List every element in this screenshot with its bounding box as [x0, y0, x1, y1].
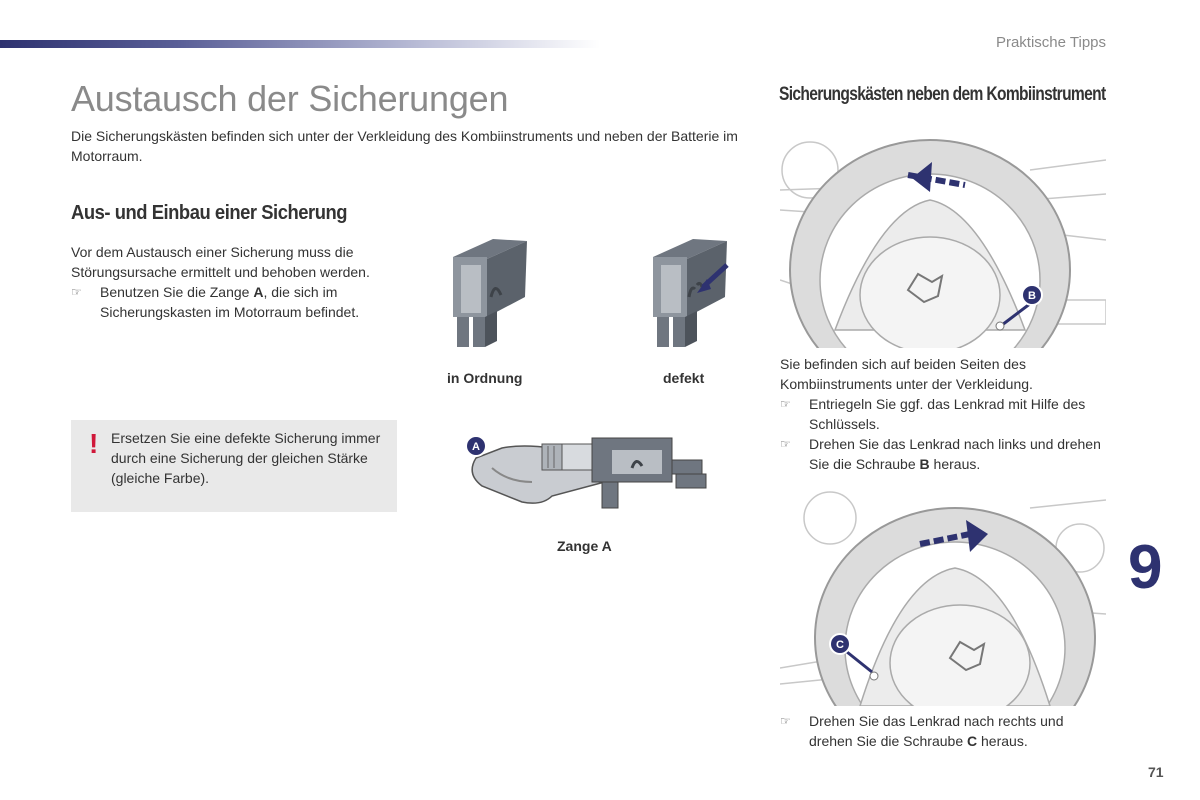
dashboard-fuseboxes-paragraph: Sie befinden sich auf beiden Seiten des …	[780, 356, 1033, 392]
steering-wheel-left-illustration: B	[780, 130, 1106, 348]
pointing-hand-icon: ☞	[780, 397, 791, 411]
fuse-exchange-paragraph: Vor dem Austausch einer Sicherung muss d…	[71, 244, 370, 280]
page-number: 71	[1148, 764, 1164, 780]
section-label: Praktische Tipps	[995, 34, 1106, 51]
turn-left-bullet: ☞ Drehen Sie das Lenkrad nach links und …	[780, 436, 1101, 472]
fuse-exchange-text: Vor dem Austausch einer Sicherung muss d…	[71, 242, 391, 322]
pointing-hand-icon: ☞	[71, 285, 82, 299]
fuse-good-label: in Ordnung	[447, 370, 523, 386]
pointing-hand-icon: ☞	[780, 714, 791, 728]
dashboard-fuseboxes-text: Sie befinden sich auf beiden Seiten des …	[780, 354, 1110, 474]
turn-right-text: ☞ Drehen Sie das Lenkrad nach rechts und…	[780, 711, 1110, 751]
pliers-bullet: ☞ Benutzen Sie die Zange A, die sich im …	[71, 284, 360, 320]
unlock-bullet: ☞ Entriegeln Sie ggf. das Lenkrad mit Hi…	[780, 396, 1086, 432]
warning-text: Ersetzen Sie eine defekte Sicherung imme…	[111, 430, 381, 486]
fuse-defective-illustration	[653, 239, 729, 347]
dashboard-fuseboxes-heading: Sicherungskästen neben dem Kombiinstrume…	[779, 84, 1106, 105]
screw-c-badge: C	[836, 639, 844, 651]
fuse-defective-label: defekt	[663, 370, 705, 386]
pliers-badge-a: A	[472, 441, 480, 453]
fuse-good-illustration	[453, 239, 527, 347]
chapter-number: 9	[1128, 533, 1163, 602]
turn-right-bullet: ☞ Drehen Sie das Lenkrad nach rechts und…	[780, 713, 1064, 749]
pliers-label: Zange A	[557, 538, 612, 554]
fuse-exchange-heading: Aus- und Einbau einer Sicherung	[71, 202, 348, 224]
intro-text: Die Sicherungskästen befinden sich unter…	[71, 128, 738, 164]
warning-box: ! Ersetzen Sie eine defekte Sicherung im…	[71, 420, 397, 512]
pliers-illustration: A	[465, 435, 707, 509]
warning-icon: !	[89, 428, 99, 459]
page-title: Austausch der Sicherungen	[71, 78, 509, 119]
pointing-hand-icon: ☞	[780, 437, 791, 451]
header-gradient-bar	[0, 40, 600, 48]
screw-b-badge: B	[1028, 290, 1036, 302]
steering-wheel-right-illustration: C	[780, 488, 1106, 706]
